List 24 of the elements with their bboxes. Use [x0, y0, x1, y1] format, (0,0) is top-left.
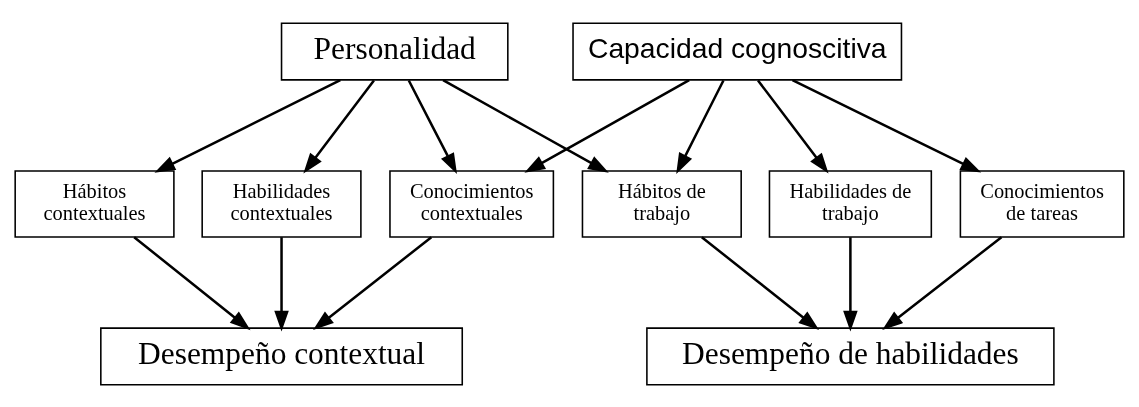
node-box: Habilidades de trabajo [768, 169, 933, 238]
node-box: Desempeño contextual [100, 326, 464, 385]
arrow [133, 235, 251, 330]
arrow [524, 78, 690, 173]
arrow [154, 78, 341, 173]
arrow [757, 79, 829, 174]
node-box: Desempeño de habilidades [646, 326, 1055, 385]
arrow [882, 235, 1003, 330]
arrow [791, 78, 982, 173]
arrow [843, 236, 858, 332]
arrow [407, 79, 457, 174]
arrow [701, 235, 820, 330]
arrow [303, 79, 375, 174]
node-box: Hábitos contextuales [14, 169, 175, 238]
arrow [442, 78, 609, 173]
node-box: Habilidades contextuales [201, 169, 362, 238]
node-box: Conocimientos contextuales [389, 169, 555, 238]
arrow [274, 236, 289, 332]
node-box: Capacidad cognoscitiva [572, 22, 903, 81]
node-box: Personalidad [280, 22, 509, 81]
node-box: Hábitos de trabajo [581, 169, 742, 238]
arrow [676, 79, 725, 174]
node-box: Conocimientos de tareas [959, 169, 1125, 238]
arrow [313, 235, 433, 330]
